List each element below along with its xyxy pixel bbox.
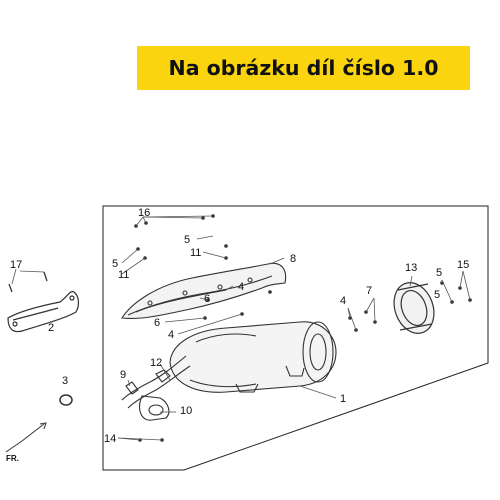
- callout-leader-line: [202, 251, 227, 259]
- heat-shield-part-8: [121, 262, 287, 319]
- end-cap-part-13: [393, 282, 435, 334]
- callout-leader-line: [441, 279, 453, 303]
- callout-leader-line: [225, 285, 234, 291]
- part-number-banner: Na obrázku díl číslo 1.0: [137, 46, 470, 90]
- front-label: FR.: [6, 454, 19, 463]
- front-direction-arrow: [5, 422, 47, 453]
- callout-leader-line: [117, 437, 163, 441]
- callout-leader-line: [19, 270, 45, 273]
- callout-number: 3: [62, 375, 68, 387]
- callout-leader-line: [196, 235, 214, 240]
- callout-leader-line: [347, 307, 357, 331]
- callout-leader-line: [462, 270, 471, 301]
- callout-number: 5: [434, 289, 440, 301]
- callout-number: 4: [340, 295, 346, 307]
- callout-leader-line: [409, 275, 413, 287]
- callout-number: 13: [405, 262, 417, 274]
- callout-leader-line: [269, 257, 285, 265]
- bolt-part-17: [8, 271, 48, 293]
- assembly-frame: [102, 205, 489, 471]
- callout-number: 4: [238, 281, 244, 293]
- callout-leader-line: [164, 317, 206, 323]
- callout-number: 5: [436, 267, 442, 279]
- callout-leader-line: [299, 385, 337, 399]
- callout-leader-line: [373, 297, 376, 323]
- callout-leader-line: [199, 297, 209, 301]
- callout-number: 5: [184, 234, 190, 246]
- callout-number: 10: [180, 405, 192, 417]
- callout-number: 11: [118, 269, 129, 281]
- callout-leader-line: [11, 268, 17, 285]
- callout-number: 6: [204, 293, 210, 305]
- callout-leader-line: [159, 363, 171, 381]
- callout-number: 17: [10, 259, 22, 271]
- callout-leader-line: [121, 248, 139, 264]
- callout-leader-line: [459, 270, 464, 289]
- callout-number: 4: [168, 329, 174, 341]
- gasket-part-3: [59, 394, 73, 406]
- callout-leader-line: [142, 216, 147, 224]
- callout-number: 14: [104, 433, 116, 445]
- callout-number: 15: [457, 259, 469, 271]
- callout-leader-line: [127, 379, 131, 387]
- callout-number: 7: [366, 285, 372, 297]
- muffler-part-1: [121, 321, 337, 421]
- callout-number: 5: [112, 258, 118, 270]
- callout-leader-line: [121, 257, 146, 275]
- callout-leader-line: [142, 215, 214, 218]
- callout-leader-line: [135, 216, 144, 227]
- callout-leader-line: [177, 313, 243, 335]
- bracket-part-2: [7, 291, 80, 333]
- callout-number: 2: [48, 322, 54, 334]
- callout-number: 16: [138, 207, 150, 219]
- callout-number: 1: [340, 393, 346, 405]
- callout-number: 12: [150, 357, 162, 369]
- callout-number: 6: [154, 317, 160, 329]
- banner-text: Na obrázku díl číslo 1.0: [168, 56, 439, 80]
- callout-leader-lines: [11, 215, 471, 441]
- callout-leader-line: [365, 297, 375, 313]
- callout-number: 8: [290, 253, 296, 265]
- callout-number: 11: [190, 247, 201, 259]
- callout-number: 9: [120, 369, 126, 381]
